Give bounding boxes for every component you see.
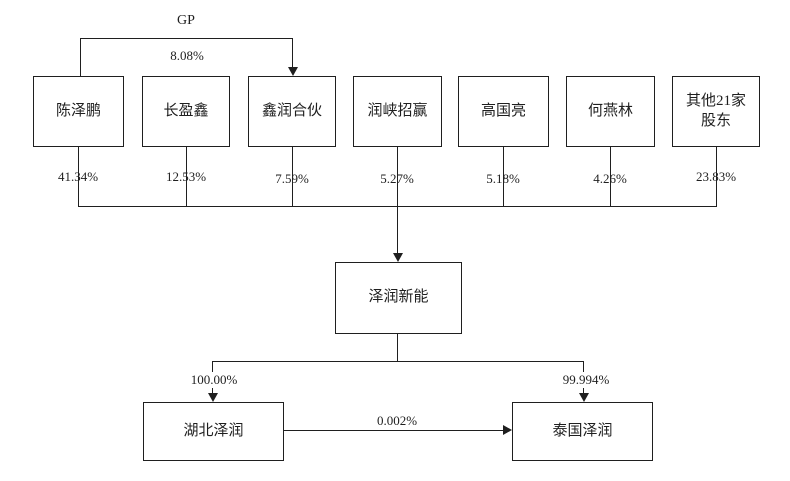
connector-line <box>80 38 293 39</box>
subsidiary-percent-label: 100.00% <box>188 372 240 388</box>
connector-line <box>212 361 584 362</box>
shareholder-box: 其他21家 股东 <box>672 76 760 147</box>
shareholder-box: 润峡招赢 <box>353 76 442 147</box>
connector-line <box>397 334 398 361</box>
subsidiary-name: 湖北泽润 <box>183 422 244 439</box>
shareholder-name: 鑫润合伙 <box>261 102 322 119</box>
shareholder-box: 长盈鑫 <box>142 76 230 147</box>
gp-percent-label: 8.08% <box>168 48 206 64</box>
subsidiary-box: 湖北泽润 <box>143 402 284 461</box>
shareholder-box: 何燕林 <box>566 76 655 147</box>
connector-line <box>284 430 503 431</box>
connector-line <box>80 38 81 76</box>
connector-line <box>186 147 187 206</box>
shareholder-name: 润峡招赢 <box>367 102 428 119</box>
shareholder-name: 陈泽鹏 <box>55 102 101 119</box>
shareholder-name: 何燕林 <box>587 102 633 119</box>
connector-line <box>610 147 611 206</box>
shareholder-box: 高国亮 <box>458 76 549 147</box>
connector-line <box>292 147 293 206</box>
subsidiary-name: 泰国泽润 <box>552 422 613 439</box>
connector-line <box>292 38 293 69</box>
shareholder-name: 高国亮 <box>480 102 526 119</box>
arrow-down-icon <box>393 253 403 262</box>
connector-line <box>397 147 398 206</box>
connector-line <box>716 147 717 206</box>
connector-line <box>503 147 504 206</box>
arrow-down-icon <box>579 393 589 402</box>
arrow-right-icon <box>503 425 512 435</box>
cross-holding-percent-label: 0.002% <box>374 413 420 429</box>
arrow-down-icon <box>208 393 218 402</box>
parent-company-box: 泽润新能 <box>335 262 462 334</box>
connector-line <box>78 147 79 206</box>
gp-label: GP <box>177 13 195 28</box>
parent-company-name: 泽润新能 <box>368 289 429 306</box>
shareholder-name: 长盈鑫 <box>163 102 209 119</box>
arrow-down-icon <box>288 67 298 76</box>
shareholder-box: 鑫润合伙 <box>248 76 336 147</box>
subsidiary-percent-label: 99.994% <box>560 372 612 388</box>
shareholder-name: 其他21家 股东 <box>685 93 746 129</box>
connector-line <box>397 206 398 253</box>
subsidiary-box: 泰国泽润 <box>512 402 653 461</box>
shareholder-box: 陈泽鹏 <box>33 76 124 147</box>
